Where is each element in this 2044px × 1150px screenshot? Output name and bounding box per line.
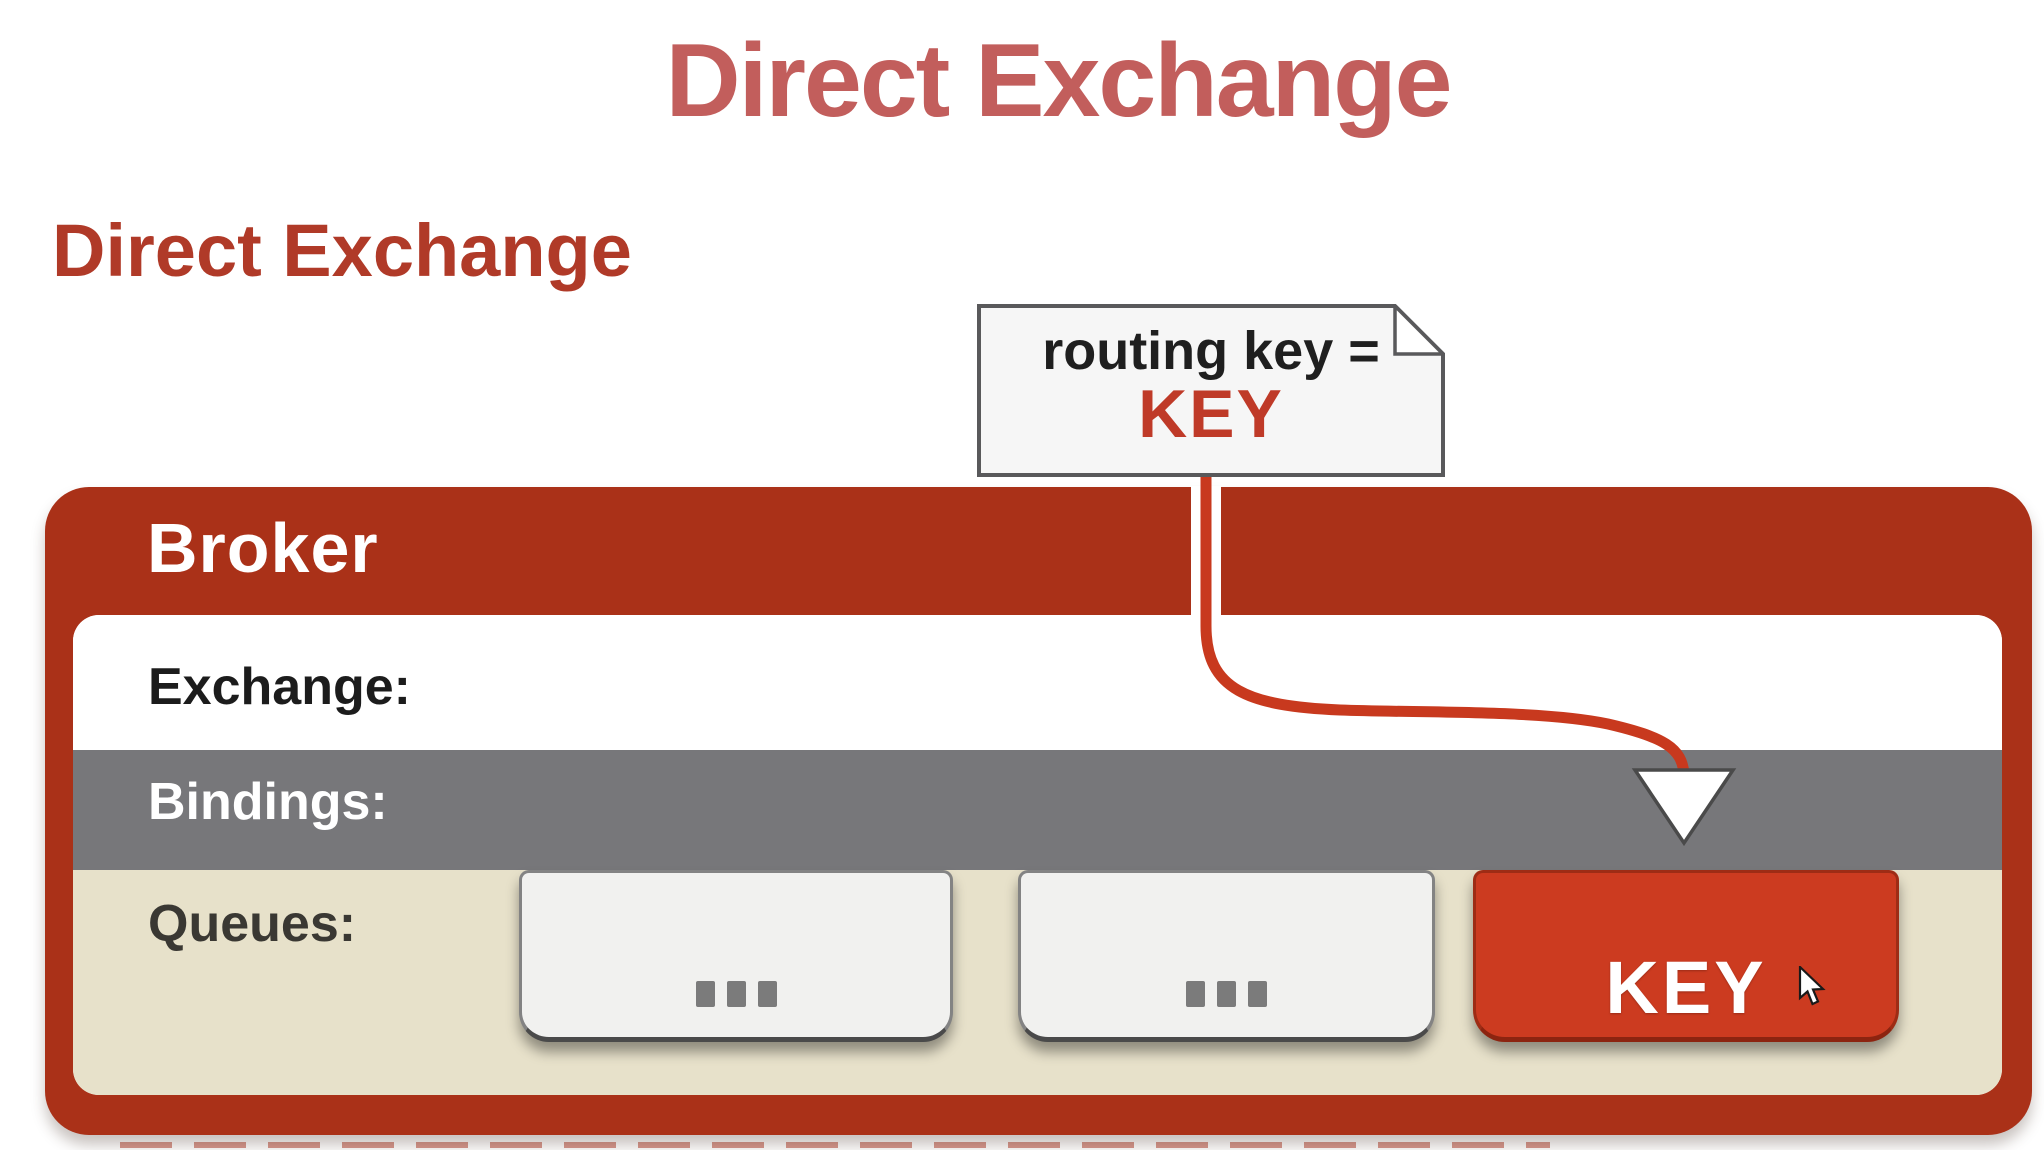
exchange-row: Exchange: [73,615,2002,750]
routing-key-note: routing key = KEY [977,304,1445,477]
note-paper-icon [977,304,1445,477]
section-heading: Direct Exchange [52,209,632,292]
queue-key: KEY [1473,870,1899,1042]
queue-ellipsis-icon [522,981,950,1007]
bindings-label: Bindings: [148,773,388,831]
queue-placeholder-2-label: ... [1021,873,1022,874]
queues-label: Queues: [148,895,357,953]
queue-ellipsis-icon [1021,981,1432,1007]
exchange-label: Exchange: [148,658,411,716]
queue-placeholder-1-label: ... [522,873,523,874]
page-title: Direct Exchange [665,23,1453,139]
note-key-value: KEY [1138,376,1284,453]
note-text: routing key = KEY [977,304,1445,477]
note-routing-key-label: routing key = [1042,321,1380,381]
queue-placeholder-1: ... [519,870,953,1042]
broker-title: Broker [147,509,379,587]
bindings-row: Bindings: [73,750,2002,870]
cropped-content-edge [120,1142,1550,1148]
queue-placeholder-2: ... [1018,870,1435,1042]
queue-key-label: KEY [1605,946,1767,1029]
